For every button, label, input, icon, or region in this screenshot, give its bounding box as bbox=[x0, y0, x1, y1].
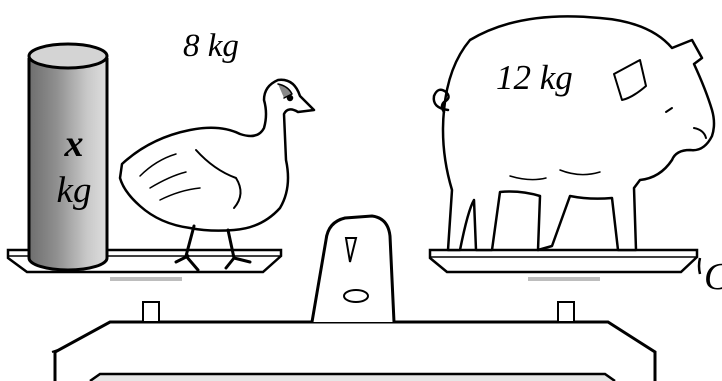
pig-figure bbox=[434, 16, 714, 250]
scale-base bbox=[52, 322, 655, 381]
pan-peg-right bbox=[558, 302, 574, 322]
pig-weight-label: 12 kg bbox=[496, 60, 573, 95]
goose-figure bbox=[120, 80, 314, 270]
duck-weight-label: 8 kg bbox=[183, 30, 239, 63]
right-edge-arc bbox=[699, 258, 700, 274]
cylinder-variable-label: x bbox=[54, 125, 94, 163]
center-pointer-housing bbox=[312, 216, 394, 322]
right-pan bbox=[430, 250, 697, 281]
edge-glyph: C bbox=[704, 258, 722, 296]
pan-peg-left bbox=[143, 302, 159, 322]
cylinder-unit-label: kg bbox=[44, 172, 104, 209]
